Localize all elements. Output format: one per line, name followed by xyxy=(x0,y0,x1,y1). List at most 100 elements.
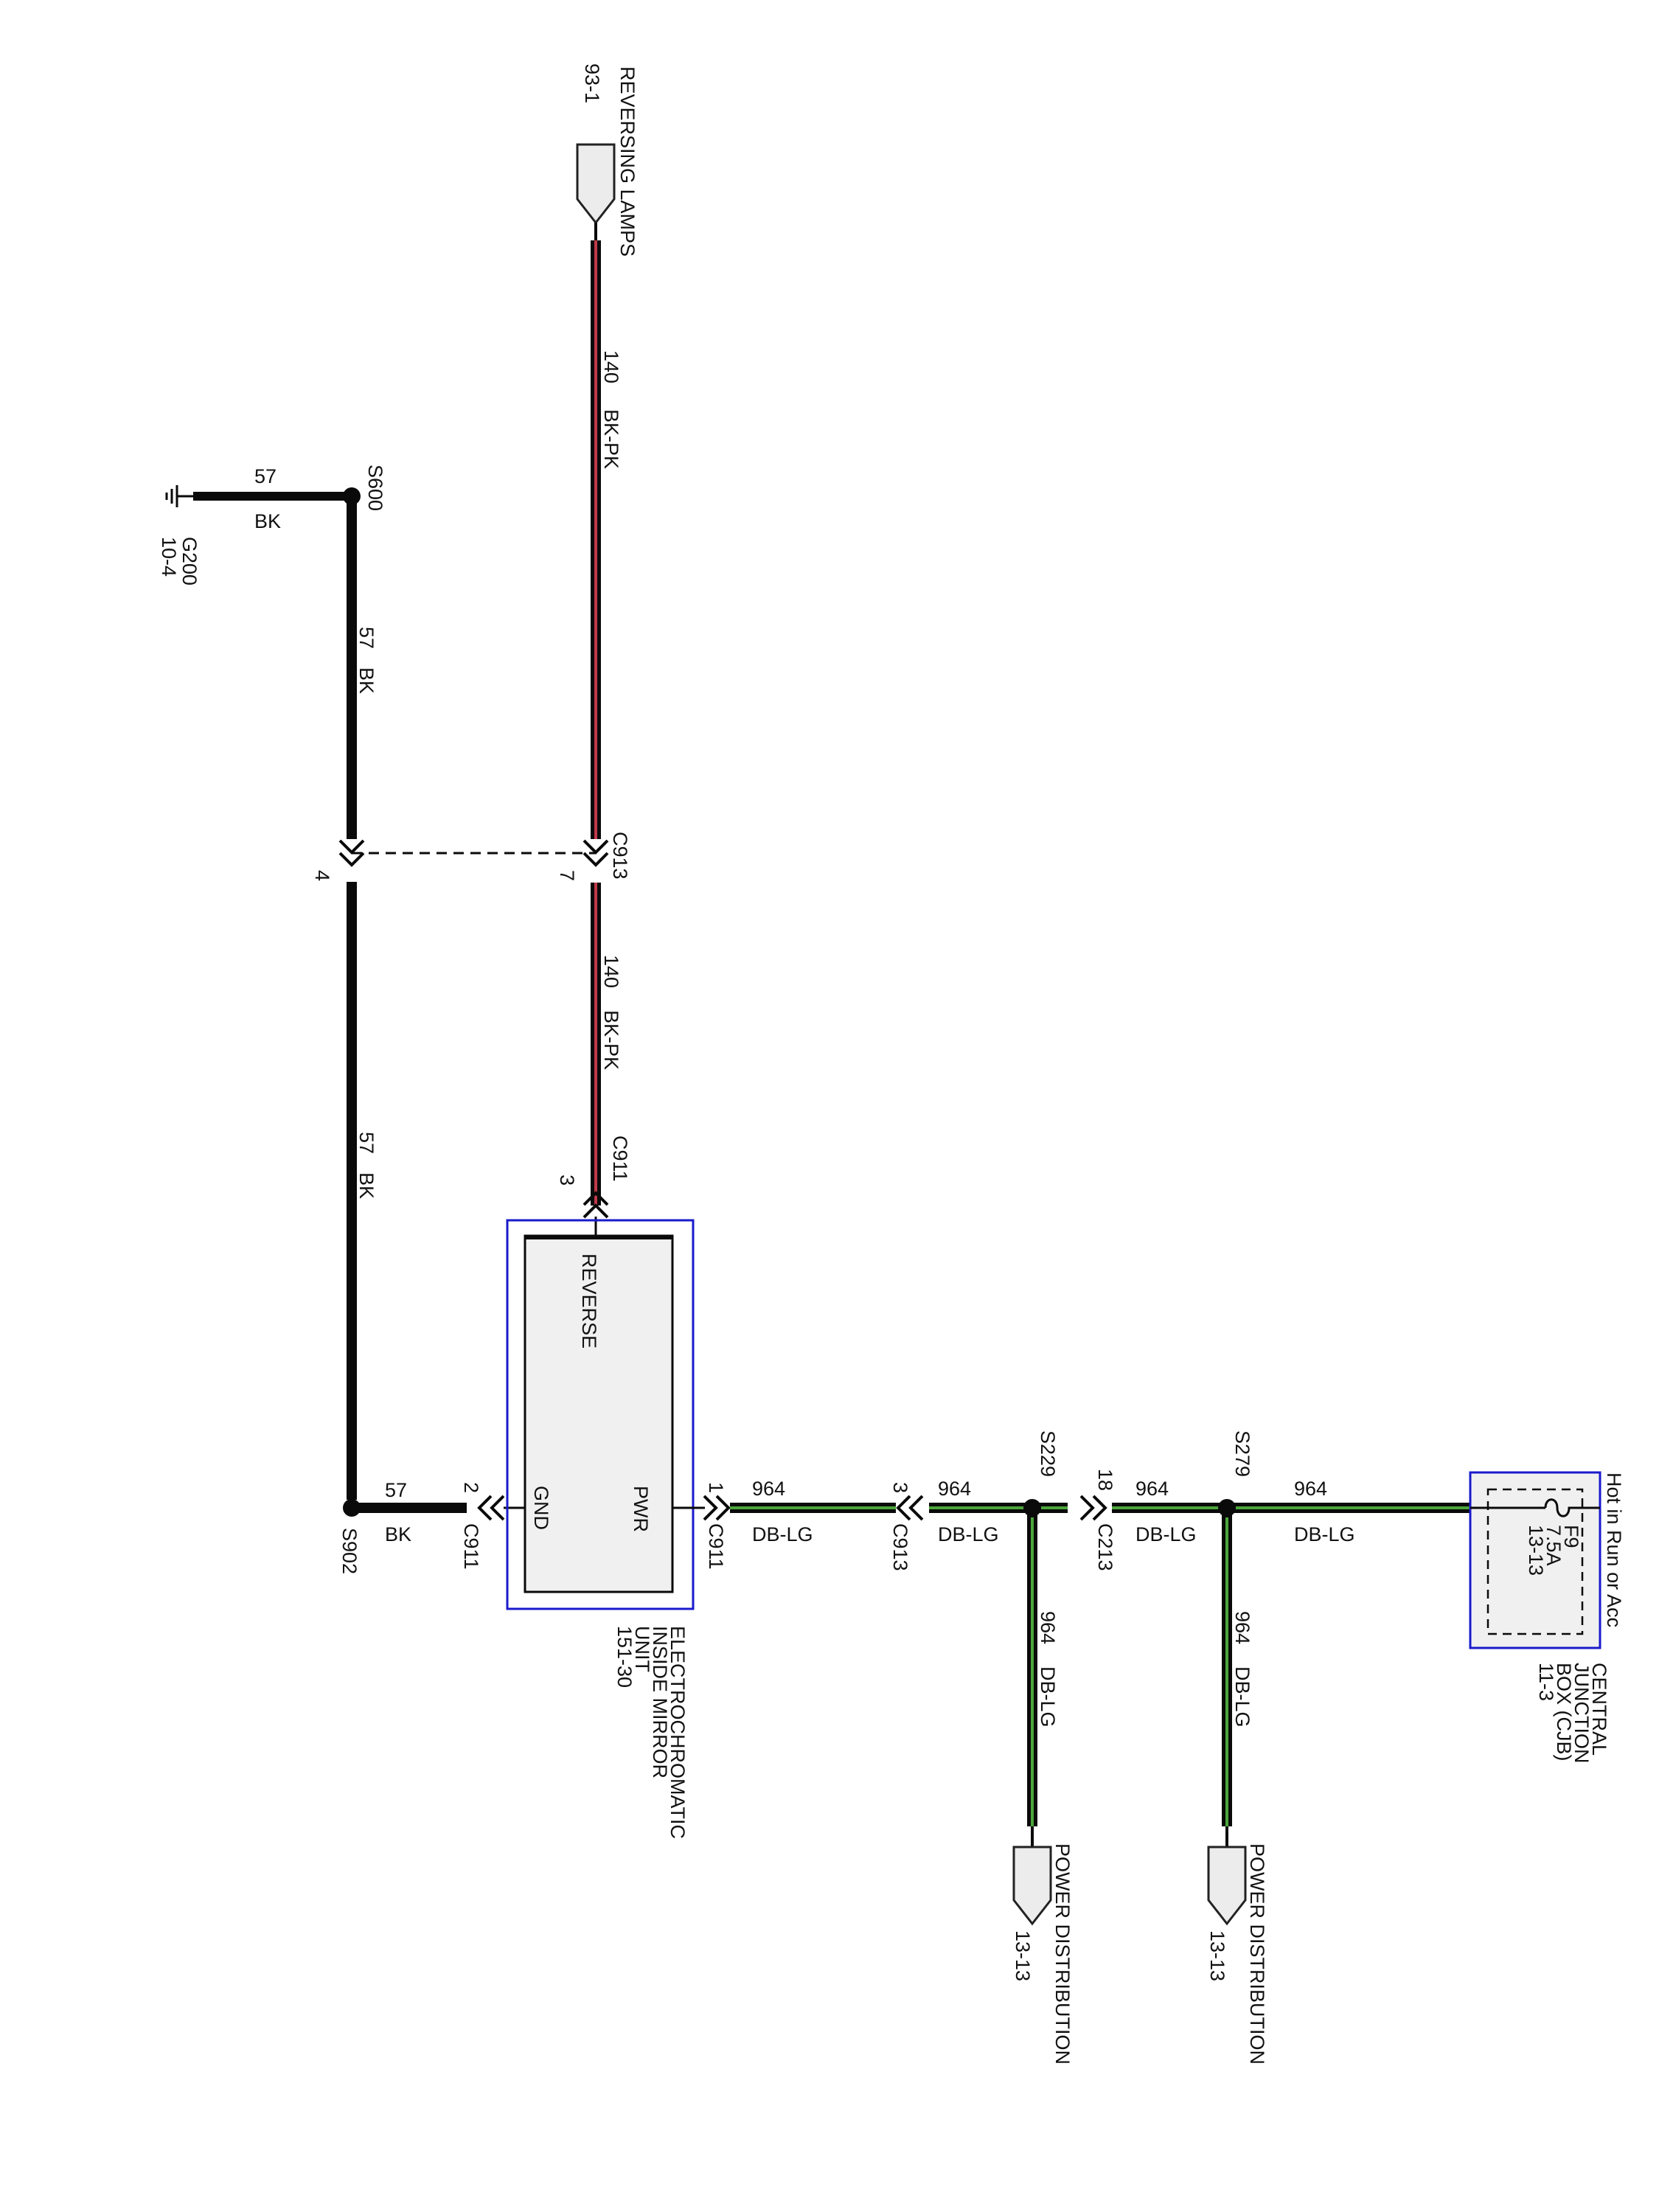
c913-pin3-chevron-a xyxy=(896,1495,911,1521)
cjb-fuse-dashed-box xyxy=(1486,1488,1584,1635)
s229-label: S229 xyxy=(1037,1430,1059,1477)
g200-ref: 10-4 xyxy=(158,537,180,577)
wire-57-ground-lead[interactable] xyxy=(193,492,352,501)
cjb-hot-label: Hot in Run or Acc xyxy=(1603,1472,1625,1627)
labels: REVERSING LAMPS 93-1 140 BK-PK 140 BK-PK… xyxy=(158,63,1625,2065)
circuit-140-bk-pk xyxy=(576,143,616,1236)
fuse-f9-icon xyxy=(1544,1498,1600,1517)
c913-pin7-chevron-top xyxy=(582,839,609,855)
mirror-name-line2: INSIDE MIRROR xyxy=(649,1626,671,1778)
mirror-pin-gnd: GND xyxy=(530,1486,552,1530)
wire-57-upper-color: BK xyxy=(355,667,378,694)
wire-57-upper[interactable] xyxy=(347,494,357,839)
reversing-lamps-ref: 93-1 xyxy=(581,63,603,103)
c911-top-name: C911 xyxy=(609,1135,631,1182)
c913-pin4: 4 xyxy=(311,870,333,881)
fuse-rating: 7.5A xyxy=(1543,1525,1565,1566)
gnd-circuit: 57 xyxy=(385,1479,407,1501)
c213-pin18-chevron-b xyxy=(1092,1495,1107,1521)
mirror-name-line1: ELECTROCHROMATIC xyxy=(667,1626,689,1839)
mirror-ref: 151-30 xyxy=(613,1626,636,1688)
branch-s279-color: DB-LG xyxy=(1231,1666,1253,1728)
power-dist-1-ref: 13-13 xyxy=(1012,1930,1034,1981)
wire-964-c-color: DB-LG xyxy=(1135,1523,1197,1545)
cjb-name-line2: JUNCTION xyxy=(1571,1663,1593,1764)
power-dist-1-title: POWER DISTRIBUTION xyxy=(1051,1843,1074,2065)
c913-pin7-chevron-bottom xyxy=(582,852,609,867)
c913-pin4-chevron-bottom xyxy=(338,852,365,867)
c911-gnd-name: C911 xyxy=(460,1523,482,1570)
c911-pin1: 1 xyxy=(705,1482,727,1493)
c911-pin1-chevron-b xyxy=(715,1495,731,1521)
ground-lead-color: BK xyxy=(254,510,281,532)
c213-pin18: 18 xyxy=(1094,1469,1116,1491)
branch-s279-wire-stripe xyxy=(1225,1517,1228,1826)
branch-s229-circuit: 964 xyxy=(1037,1611,1059,1644)
wire-964-a-circuit: 964 xyxy=(752,1478,785,1500)
c911-pin1-chevron-a xyxy=(703,1495,718,1521)
mirror-body xyxy=(524,1234,674,1593)
branch-s229-wire-stripe xyxy=(1031,1517,1034,1826)
wire-964-b-circuit: 964 xyxy=(938,1478,971,1500)
branch-s279-circuit: 964 xyxy=(1231,1611,1253,1644)
wire-964-c-stripe xyxy=(1112,1506,1227,1509)
c213-name: C213 xyxy=(1094,1523,1116,1571)
c913-low-name: C913 xyxy=(889,1523,911,1571)
circuit-57-bk xyxy=(165,485,525,1521)
wire-57-lower[interactable] xyxy=(347,882,357,1500)
ground-lead-circuit: 57 xyxy=(254,465,276,487)
wire-964-d-circuit: 964 xyxy=(1294,1478,1327,1500)
s600-label: S600 xyxy=(364,465,386,511)
wire-57-gnd-lead[interactable] xyxy=(352,1503,467,1513)
mirror-outline[interactable] xyxy=(506,1219,695,1610)
c911-pin3-chevron-top xyxy=(582,1191,609,1206)
wire-140-lower-circuit: 140 xyxy=(600,955,622,988)
power-distribution-connector-1[interactable] xyxy=(1012,1846,1052,1926)
ground-g200-icon xyxy=(165,485,193,507)
c911-pin2: 2 xyxy=(460,1482,482,1493)
gnd-color: BK xyxy=(385,1523,411,1545)
wire-57-lower-circuit: 57 xyxy=(355,1132,378,1154)
c913-pin3-chevron-b xyxy=(908,1495,924,1521)
g200-name: G200 xyxy=(178,537,201,585)
power-dist-2-title: POWER DISTRIBUTION xyxy=(1246,1843,1268,2065)
power-dist-2-ref: 13-13 xyxy=(1206,1930,1228,1981)
c911-pin2-chevron-a xyxy=(477,1495,493,1521)
power-distribution-connector-2[interactable] xyxy=(1207,1846,1247,1926)
cjb-ref: 11-3 xyxy=(1535,1663,1557,1701)
c911-pin2-chevron-b xyxy=(490,1495,505,1521)
wire-964-a-stripe xyxy=(730,1506,896,1509)
splice-s902[interactable] xyxy=(343,1499,361,1517)
wire-964-b-color: DB-LG xyxy=(938,1523,999,1545)
wire-140-lower-stripe xyxy=(594,883,597,1206)
mirror-pin-pwr: PWR xyxy=(630,1486,652,1532)
c911-pwr-name: C911 xyxy=(705,1523,727,1570)
c911-pin3-chevron-bottom xyxy=(582,1203,609,1219)
cjb-component xyxy=(1469,1471,1601,1649)
c913-pin3: 3 xyxy=(889,1482,911,1493)
c913-top-name: C913 xyxy=(609,832,631,880)
fuse-f9-label: F9 xyxy=(1560,1525,1582,1548)
reversing-lamps-connector[interactable] xyxy=(576,143,616,225)
wire-140-lower-color: BK-PK xyxy=(600,1010,622,1070)
s279-label: S279 xyxy=(1231,1430,1253,1477)
mirror-pin-reverse: REVERSE xyxy=(578,1253,600,1349)
wire-964-s229-c213-stripe xyxy=(1041,1506,1068,1509)
s902-label: S902 xyxy=(338,1528,361,1574)
splice-s600[interactable] xyxy=(343,487,361,505)
fuse-ref: 13-13 xyxy=(1525,1525,1547,1576)
reversing-lamps-title: REVERSING LAMPS xyxy=(616,66,639,257)
c213-pin18-chevron-a xyxy=(1079,1495,1095,1521)
wire-964-c-circuit: 964 xyxy=(1135,1478,1169,1500)
wire-964-d-color: DB-LG xyxy=(1294,1523,1355,1545)
cjb-outline[interactable] xyxy=(1469,1471,1601,1649)
mirror-name-line3: UNIT xyxy=(631,1626,653,1672)
c911-pin3: 3 xyxy=(556,1175,578,1186)
wire-57-upper-circuit: 57 xyxy=(355,627,378,649)
circuit-964-db-lg xyxy=(672,1495,1470,1926)
branch-s229-color: DB-LG xyxy=(1037,1666,1059,1728)
wire-964-b-stripe xyxy=(929,1506,1032,1509)
wire-140-upper-color: BK-PK xyxy=(600,409,622,469)
mirror-component xyxy=(506,1219,695,1610)
c913-pin7: 7 xyxy=(556,870,578,881)
